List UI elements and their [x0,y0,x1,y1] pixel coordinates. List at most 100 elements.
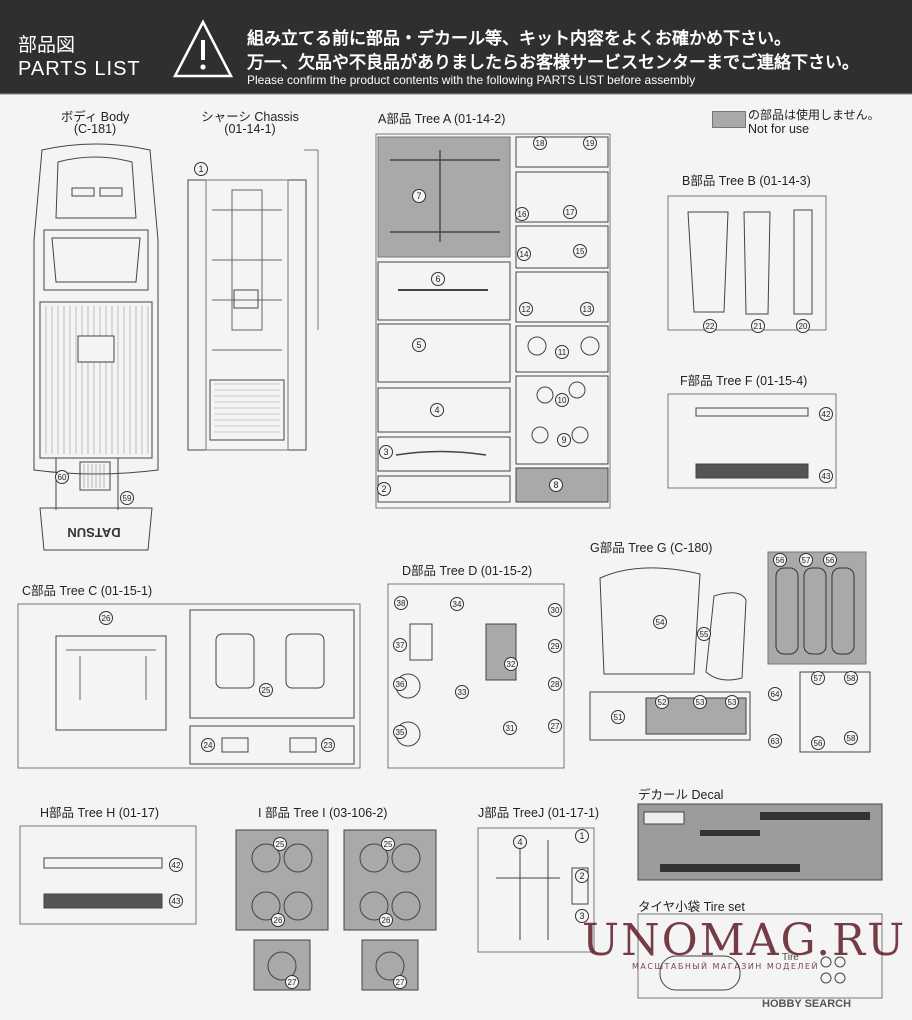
body-title: ボディ Body [60,110,130,124]
svg-text:54: 54 [656,618,665,627]
part-number-tree-j-4: 4 [513,835,527,849]
svg-text:57: 57 [802,556,811,565]
svg-text:42: 42 [822,410,831,419]
part-number-tree-d-33: 33 [455,685,469,699]
part-number-tree-b-21: 21 [751,319,765,333]
tree-j-title: J部品 TreeJ (01-17-1) [478,806,600,820]
part-number-tree-a-14: 14 [517,247,531,261]
part-number-tree-a-7: 7 [412,189,426,203]
parts-list-title-jp: 部品図 [18,34,76,56]
part-number-tree-c-25: 25 [259,683,273,697]
tree-d-drawing [387,583,565,769]
part-number-tree-i-25: 25 [381,837,395,851]
chassis-code: (01-14-1) [224,122,276,136]
tire-set-box [637,913,883,999]
part-number-tree-c-24: 24 [201,738,215,752]
part-number-tree-d-29: 29 [548,639,562,653]
svg-text:53: 53 [696,698,705,707]
hobby-search-credit: HOBBY SEARCH [762,998,852,1010]
svg-text:6: 6 [435,274,440,284]
part-number-tree-g-56: 56 [811,736,825,750]
part-number-tree-h-42: 42 [169,858,183,872]
part-number-tree-f-42: 42 [819,407,833,421]
tire-title: タイヤ小袋 Tire set [638,900,745,914]
svg-text:18: 18 [536,139,545,148]
svg-text:9: 9 [561,435,566,445]
part-number-tree-d-28: 28 [548,677,562,691]
part-number-tree-a-16: 16 [515,207,529,221]
svg-text:59: 59 [123,494,132,503]
legend-jp: の部品は使用しません。 [748,108,880,122]
notice-jp-line-2: 万一、欠品や不良品がありましたらお客様サービスセンターまでご連絡下さい。 [247,53,859,73]
legend-en: Not for use [748,122,810,136]
part-number-tree-i-26: 26 [271,913,285,927]
part-number-tree-g-52: 52 [655,695,669,709]
notice-en: Please confirm the product contents with… [247,73,696,87]
svg-text:14: 14 [520,250,529,259]
svg-text:13: 13 [583,305,592,314]
svg-text:26: 26 [382,916,391,925]
svg-text:22: 22 [706,322,715,331]
svg-text:28: 28 [551,680,560,689]
tree-h-title: H部品 Tree H (01-17) [40,806,160,820]
part-number-tree-g-53: 53 [725,695,739,709]
body-code: (C-181) [73,122,117,136]
part-number-tree-a-11: 11 [555,345,569,359]
svg-text:56: 56 [826,556,835,565]
svg-text:1: 1 [198,164,203,174]
tree-c-drawing [17,603,361,769]
unused-legend-swatch [712,111,746,128]
tree-b-drawing [667,195,827,331]
decal-sheet [637,803,883,881]
part-number-tree-c-23: 23 [321,738,335,752]
body-drawing [33,143,159,551]
svg-text:4: 4 [517,837,522,847]
part-number-tree-d-32: 32 [504,657,518,671]
svg-text:53: 53 [728,698,737,707]
tree-i-drawing [235,829,437,991]
svg-text:1: 1 [579,831,584,841]
part-number-tree-h-43: 43 [169,894,183,908]
part-number-tree-a-12: 12 [519,302,533,316]
svg-text:57: 57 [814,674,823,683]
part-number-tree-g-56: 56 [823,553,837,567]
tree-g-title: G部品 Tree G (C-180) [590,541,713,555]
part-number-tree-j-1: 1 [575,829,589,843]
part-number-tree-i-25: 25 [273,837,287,851]
chassis-drawing [187,149,319,451]
part-number-tree-i-27: 27 [393,975,407,989]
svg-text:26: 26 [102,614,111,623]
svg-text:52: 52 [658,698,667,707]
svg-text:21: 21 [754,322,763,331]
svg-text:24: 24 [204,741,213,750]
svg-text:23: 23 [324,741,333,750]
tree-g-drawing [589,551,871,753]
part-number-tree-i-27: 27 [285,975,299,989]
chassis-title: シャーシ Chassis [201,110,299,124]
notice-jp-line-1: 組み立てる前に部品・デカール等、キット内容をよくお確かめ下さい。 [247,29,791,49]
body-tag-text: DATSUN [67,525,120,540]
tree-b-title: B部品 Tree B (01-14-3) [682,174,811,188]
part-number-tree-j-3: 3 [575,909,589,923]
part-number-tree-g-58: 58 [844,731,858,745]
part-number-body-60: 60 [55,470,69,484]
watermark-sub: МАСШТАБНЫЙ МАГАЗИН МОДЕЛЕЙ [632,962,819,971]
part-number-tree-a-6: 6 [431,272,445,286]
svg-text:55: 55 [700,630,709,639]
part-number-tree-d-27: 27 [548,719,562,733]
svg-text:25: 25 [384,840,393,849]
part-number-tree-g-53: 53 [693,695,707,709]
part-number-tree-a-3: 3 [379,445,393,459]
svg-text:32: 32 [507,660,516,669]
svg-text:3: 3 [579,911,584,921]
svg-text:27: 27 [396,978,405,987]
svg-text:30: 30 [551,606,560,615]
part-number-tree-d-37: 37 [393,638,407,652]
svg-text:27: 27 [288,978,297,987]
part-number-tree-a-4: 4 [430,403,444,417]
tree-d-title: D部品 Tree D (01-15-2) [402,564,533,578]
header-banner: 部品図 PARTS LIST 組み立てる前に部品・デカール等、キット内容をよくお… [0,0,912,94]
svg-text:8: 8 [553,480,558,490]
tree-j-drawing [477,827,595,953]
